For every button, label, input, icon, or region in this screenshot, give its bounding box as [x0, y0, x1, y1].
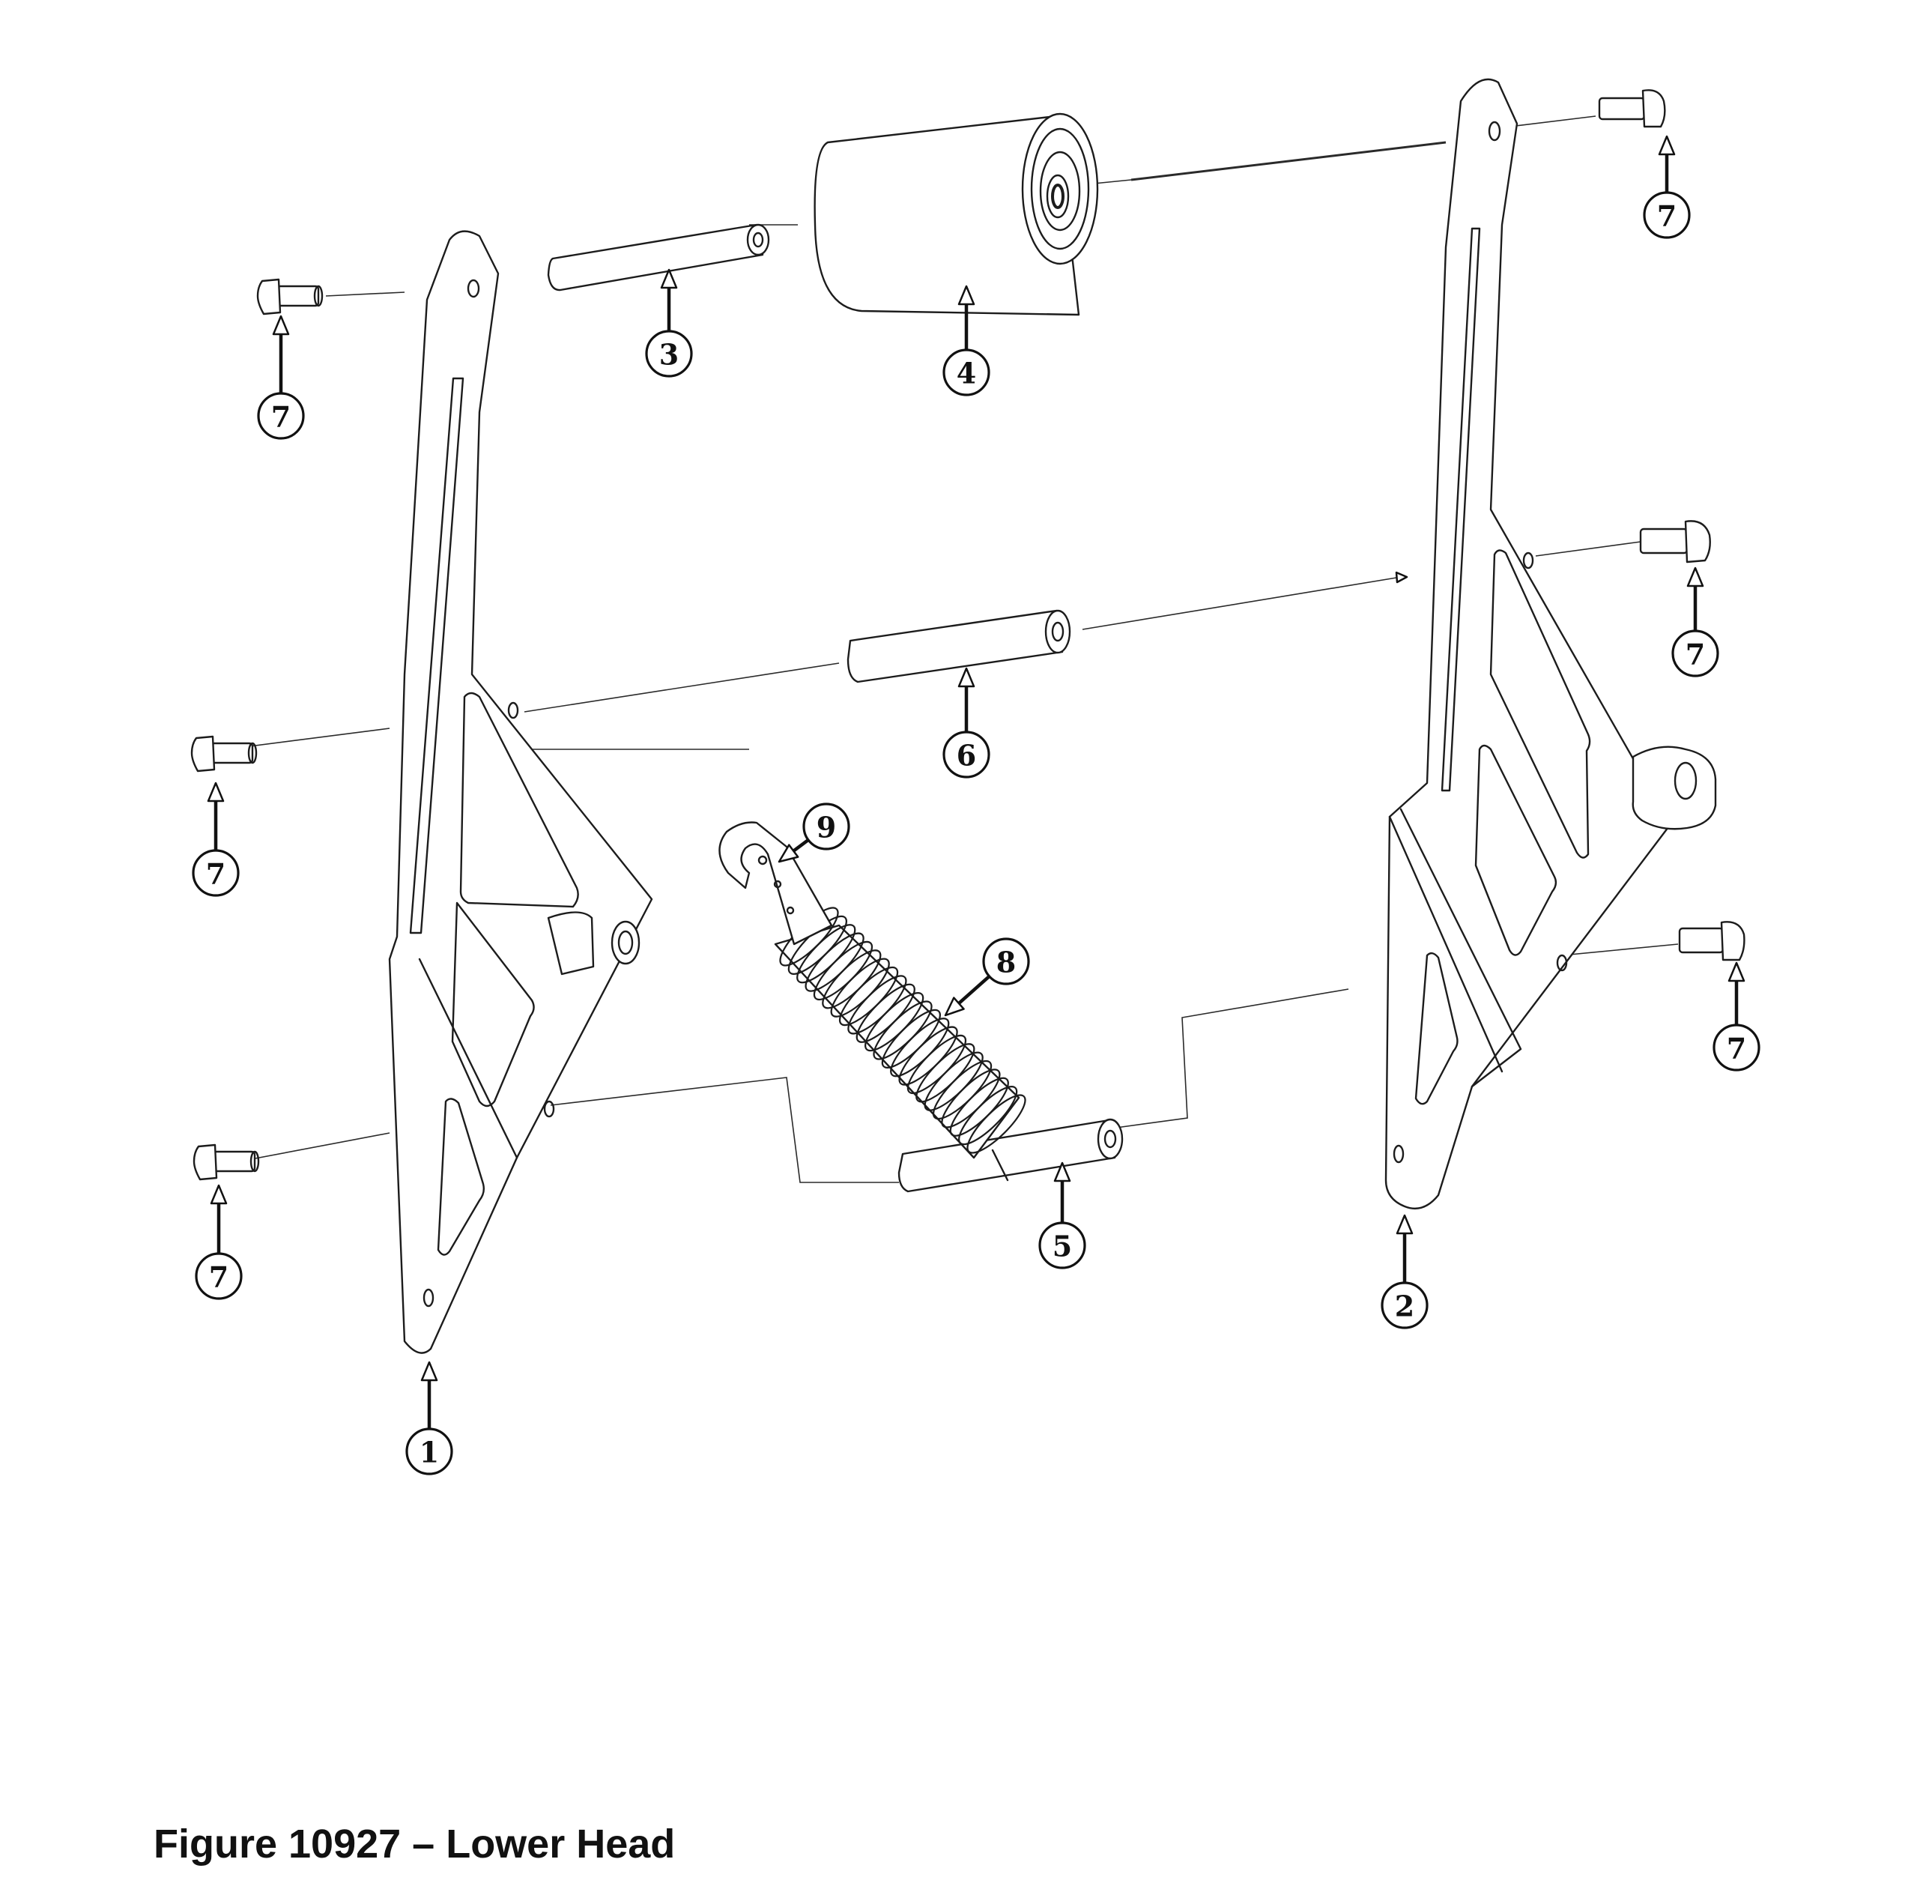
callout-arrowhead — [778, 844, 799, 863]
callout-leader-line — [955, 975, 991, 1007]
callout-arrowhead — [1053, 1161, 1071, 1182]
callout-c7b: 7 — [192, 782, 240, 897]
shaft-middle — [847, 609, 1071, 683]
right-side-plate — [1384, 78, 1717, 1210]
callout-number: 8 — [996, 946, 1016, 979]
callout-number: 7 — [1686, 638, 1705, 671]
callout-number: 7 — [209, 1260, 228, 1294]
callout-number: 7 — [206, 857, 225, 891]
callout-number: 6 — [957, 739, 976, 773]
callout-number: 5 — [1053, 1230, 1072, 1263]
callout-arrowhead — [1727, 961, 1745, 982]
callout-circle — [1038, 1221, 1086, 1269]
callout-circle — [195, 1252, 243, 1300]
callout-number: 7 — [1727, 1032, 1746, 1066]
callout-arrowhead — [1396, 1214, 1414, 1235]
callout-c7d: 7 — [1643, 135, 1691, 239]
callout-circle — [645, 330, 693, 378]
callout-markers: 1 2 3 4 5 6 7 7 7 7 7 7 8 9 — [192, 135, 1760, 1475]
callout-circle — [982, 937, 1030, 985]
callout-c6: 6 — [942, 667, 990, 779]
callout-number: 9 — [817, 811, 836, 844]
bolt-right-top — [1598, 89, 1666, 128]
callout-circle — [802, 803, 850, 850]
spring-hook — [718, 821, 833, 946]
callout-c8: 8 — [944, 937, 1030, 1017]
callout-circle — [192, 849, 240, 897]
bolt-left-middle — [190, 735, 258, 773]
bolt-right-upper-middle — [1639, 520, 1711, 563]
callout-arrowhead — [420, 1361, 438, 1382]
callout-c1: 1 — [405, 1361, 453, 1475]
callout-arrowhead — [207, 782, 225, 803]
callout-c4: 4 — [942, 285, 990, 396]
callout-arrowhead — [210, 1184, 228, 1205]
callout-number: 1 — [420, 1436, 439, 1469]
figure-caption: Figure 10927 – Lower Head — [154, 1822, 676, 1867]
callout-c3: 3 — [645, 268, 693, 378]
callout-arrowhead — [1658, 135, 1676, 156]
roller — [814, 112, 1099, 316]
callout-number: 7 — [271, 400, 291, 434]
callout-circle — [1671, 629, 1719, 677]
callout-number: 2 — [1395, 1290, 1414, 1323]
callout-circle — [1643, 191, 1691, 239]
callout-circle — [1381, 1281, 1429, 1329]
callout-c7a: 7 — [257, 315, 305, 440]
bolt-right-lower-middle — [1678, 921, 1745, 961]
callout-circle — [257, 392, 305, 440]
shaft-small — [547, 223, 770, 291]
spring-coil — [958, 1086, 1018, 1146]
callout-arrowhead — [957, 285, 975, 306]
callout-circle — [405, 1427, 453, 1475]
callout-arrowhead — [944, 997, 965, 1017]
callout-arrowhead — [1686, 566, 1704, 587]
callout-circle — [942, 348, 990, 396]
bolt-left-top — [256, 278, 324, 315]
callout-circle — [942, 731, 990, 779]
callout-arrowhead — [272, 315, 290, 336]
left-side-plate — [388, 230, 653, 1354]
bolts — [190, 89, 1745, 1181]
callout-number: 4 — [957, 357, 976, 390]
callout-c9: 9 — [778, 803, 850, 863]
callout-number: 7 — [1657, 199, 1677, 233]
callout-arrowhead — [660, 268, 678, 289]
callout-c7c: 7 — [195, 1184, 243, 1300]
callout-c2: 2 — [1381, 1214, 1429, 1329]
spring-coil — [966, 1094, 1026, 1154]
bolt-left-bottom — [193, 1143, 260, 1181]
shaft-lower — [897, 1118, 1124, 1193]
callout-number: 3 — [659, 338, 679, 372]
callout-c7f: 7 — [1713, 961, 1760, 1072]
callout-c5: 5 — [1038, 1161, 1086, 1269]
callout-arrowhead — [957, 667, 975, 688]
callout-c7e: 7 — [1671, 566, 1719, 677]
callout-circle — [1713, 1024, 1760, 1072]
